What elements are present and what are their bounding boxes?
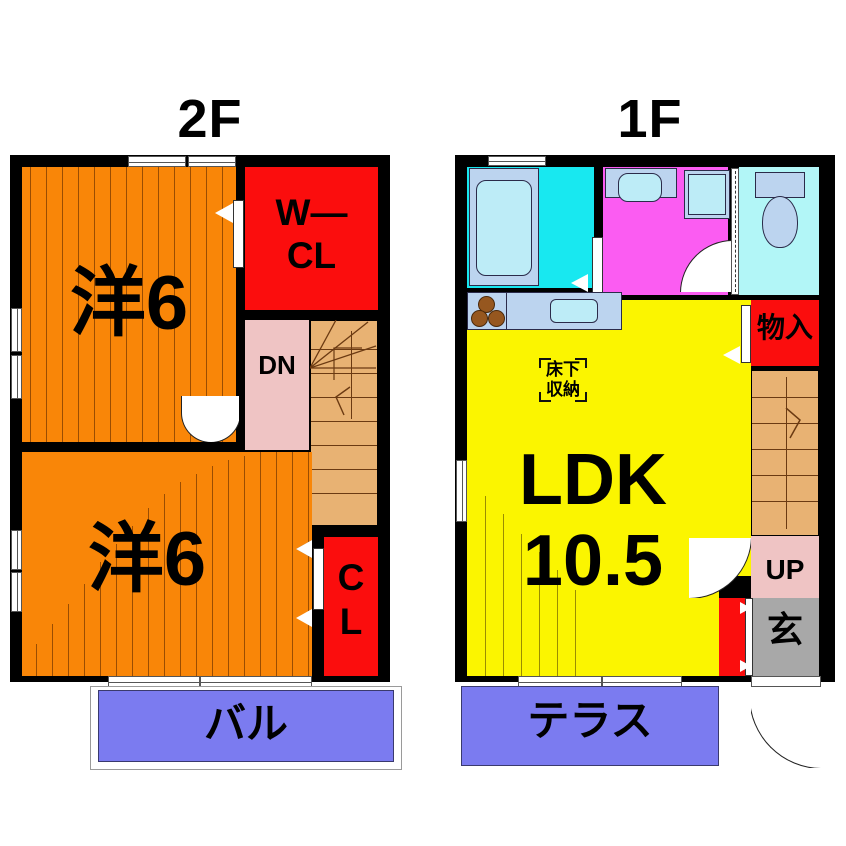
stair-direction-line-2f — [351, 331, 353, 419]
sliding-door-wcl-2f[interactable] — [233, 200, 244, 268]
window-2f-left-b — [11, 355, 22, 399]
front-door-1f[interactable] — [751, 682, 821, 768]
room-storage-closet-1f — [751, 300, 819, 366]
room-label-bedroom-upper-2f: 洋6 — [69, 261, 189, 346]
door-arrow-cl-top-2f — [296, 540, 312, 558]
flooring-hatch — [467, 300, 719, 676]
stove-burner-2 — [471, 310, 488, 327]
window-2f-upper-right — [188, 156, 236, 167]
room-ldk-1f — [467, 300, 719, 676]
floor-title-1f: 1F — [617, 89, 683, 149]
door-swing-arc — [680, 240, 732, 292]
window-2f-left-a — [11, 308, 22, 352]
sliding-door-cl-2f[interactable] — [313, 548, 324, 610]
bathtub-inner — [476, 180, 532, 276]
room-label-storage-1f: 物入 — [756, 312, 813, 343]
washing-machine-drum — [688, 174, 726, 215]
sliding-door-toilet-1f[interactable] — [731, 168, 739, 295]
flooring-hatch — [22, 452, 312, 676]
floor-title-2f: 2F — [177, 89, 243, 149]
window-2f-upper-left — [128, 156, 186, 167]
staircase-up-1f — [751, 370, 819, 536]
room-walk-in-closet-2f — [245, 167, 378, 310]
door-arrow-bathroom-1f — [571, 274, 588, 292]
toilet-tank — [755, 172, 805, 198]
underfloor-storage-annotation: 床下 収納 — [539, 358, 587, 402]
door-entrance-hall-1f[interactable] — [689, 538, 751, 598]
door-swing-arc — [689, 538, 751, 598]
door-arrow-shoebox-bottom-1f — [740, 660, 751, 672]
room-bedroom-lower-2f — [22, 452, 312, 676]
room-entrance-1f — [751, 598, 819, 676]
door-arrow-storage-1f — [723, 346, 740, 364]
front-door-swing-arc — [751, 682, 821, 768]
sliding-door-bathroom-1f[interactable] — [592, 237, 603, 293]
stove-burner-1 — [478, 296, 495, 313]
underfloor-storage-label: 床下 収納 — [546, 360, 580, 400]
terrace-1f — [461, 686, 719, 766]
stove-burner-3 — [488, 310, 505, 327]
room-label-closet-2f: C L — [337, 557, 365, 643]
door-swing-arrow-wcl-2f — [215, 203, 233, 223]
room-label-ldk-1f: LDK 10.5 — [519, 440, 667, 601]
door-arrow-shoebox-top-1f — [740, 602, 751, 614]
room-closet-2f — [324, 537, 378, 676]
floor-plan-1f: LDK 10.5 床下 収納 物入 — [440, 0, 846, 846]
toilet-icon — [762, 196, 798, 248]
window-2f-left-c — [11, 530, 22, 570]
door-swing-arc — [181, 396, 239, 442]
door-arrow-cl-bottom-2f — [296, 609, 312, 627]
stair-direction-line-1f — [786, 377, 788, 529]
front-door-leaf — [751, 676, 821, 687]
balcony-2f — [98, 690, 394, 762]
kitchen-sink-icon — [550, 299, 598, 323]
door-bedroom-upper-2f[interactable] — [181, 396, 239, 442]
stair-up-arrowhead-1f — [785, 407, 801, 439]
room-label-up-1f: UP — [765, 554, 805, 585]
terrace-label-1f: テラス — [527, 697, 653, 744]
vanity-basin — [618, 173, 662, 202]
staircase-down-2f — [310, 320, 378, 526]
stair-up-arrowhead-2f — [335, 386, 351, 416]
door-washroom-1f[interactable] — [680, 240, 732, 292]
room-label-dn-2f: DN — [258, 350, 296, 380]
balcony-label-2f: バル — [203, 700, 288, 747]
window-bathroom-1f — [488, 156, 546, 166]
stair-winder-lines-2f — [310, 320, 377, 380]
room-hall-landing-2f — [245, 320, 309, 450]
sliding-door-storage-1f[interactable] — [741, 305, 751, 363]
window-2f-left-d — [11, 572, 22, 612]
sliding-door-shoebox-1f[interactable] — [745, 598, 753, 676]
room-label-entrance-1f: 玄 — [766, 609, 803, 650]
room-entrance-hall-1f — [751, 536, 819, 598]
window-ldk-left-1f — [456, 460, 467, 522]
room-label-bedroom-lower-2f: 洋6 — [87, 517, 207, 602]
floor-plan-2f: 洋6 W— CL DN — [10, 155, 402, 770]
room-label-walk-in-closet-2f: W— CL — [275, 192, 348, 276]
flooring-hatch — [22, 167, 236, 442]
